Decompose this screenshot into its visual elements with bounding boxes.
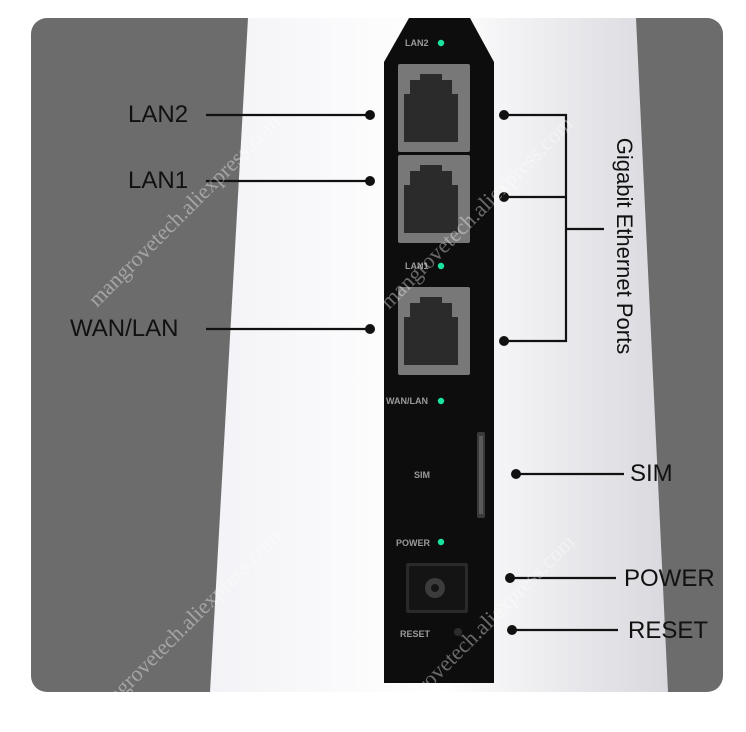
led-lan2 [437,39,445,47]
led-power [437,538,445,546]
callout-dot-wan-lan [365,324,375,334]
callout-label-reset: RESET [628,617,709,644]
panel-label-lan1: LAN1 [405,261,429,271]
rj45-port-icon [404,165,458,233]
reset-pinhole-icon [454,628,462,636]
led-wan-lan [437,397,445,405]
callout-dot-lan2 [365,110,375,120]
panel-label-power: POWER [396,538,431,548]
callout-dot-lan1 [365,176,375,186]
callout-label-sim: SIM [630,460,673,487]
callout-label-lan2: LAN2 [128,101,189,128]
rj45-port-icon [404,74,458,142]
sim-slot-icon [477,432,485,518]
panel-label-lan2: LAN2 [405,38,429,48]
callout-label-gigabit-ethernet-ports: Gigabit Ethernet Ports [612,137,637,355]
power-jack-icon [406,563,468,613]
callout-label-lan1: LAN1 [128,167,189,194]
led-lan1 [437,262,445,270]
panel-label-wan-lan: WAN/LAN [386,396,428,406]
lan2-port [398,64,470,152]
panel-label-sim: SIM [414,470,430,480]
callout-label-power: POWER [624,565,715,592]
panel-label-reset: RESET [400,629,431,639]
rj45-port-icon [404,297,458,365]
callout-label-wan-lan: WAN/LAN [70,315,179,342]
wan-lan-port [398,287,470,375]
lan1-port [398,155,470,243]
